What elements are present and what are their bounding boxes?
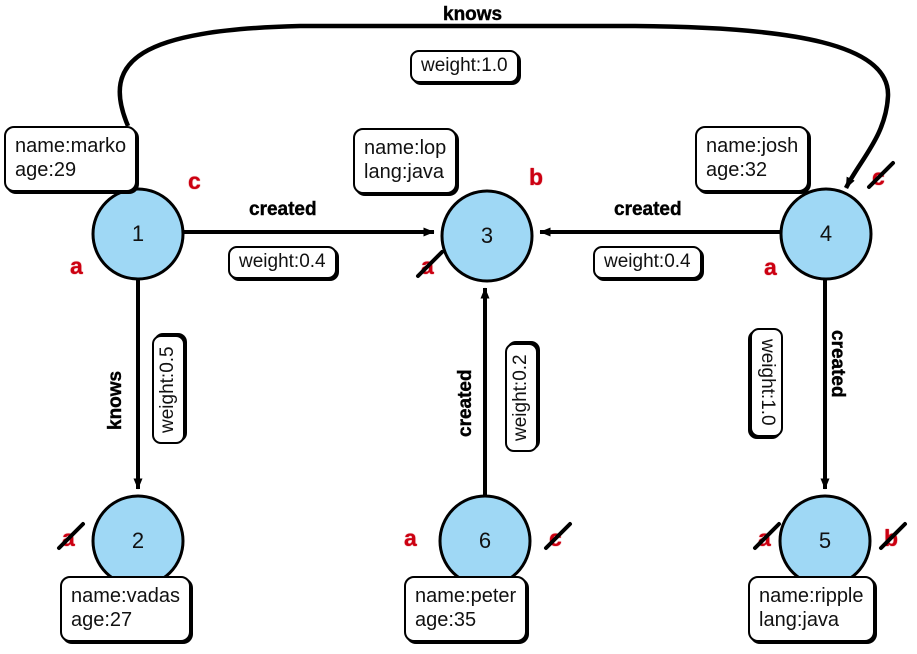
edge-label-created-4-3: created [614, 199, 682, 220]
node-id-label-3: 3 [481, 223, 493, 248]
node-property-line: name:josh [706, 135, 799, 157]
edge-label-created-1-3: created [249, 199, 317, 220]
edge-weight-4-3: weight:0.4 [593, 246, 702, 279]
node-property-line: name:vadas [71, 585, 180, 607]
annotation-a: a [70, 253, 83, 279]
node-circle-4[interactable] [779, 187, 873, 281]
annotation-c: c [188, 168, 201, 194]
edge-label-created-4-5: created [827, 330, 848, 398]
node-id-label-2: 2 [132, 528, 144, 553]
edge-weight-1-2: weight:0.5 [152, 335, 185, 444]
edge-label-knows-1-2: knows [105, 370, 126, 431]
annotation-a-struck: a [753, 522, 781, 550]
node-id-label-5: 5 [819, 528, 831, 553]
annotation-a-struck: a [57, 522, 85, 550]
node-property-line: age:29 [15, 159, 77, 182]
node-id-label-4: 4 [820, 221, 832, 246]
annotation-a: a [404, 525, 417, 551]
edge-weight-4-5: weight:1.0 [750, 328, 783, 437]
node-circle-3[interactable] [440, 189, 534, 283]
node-property-line: name:peter [415, 585, 517, 607]
annotation-a: a [764, 254, 777, 280]
annotation-b-struck: b [879, 522, 907, 550]
node-property-line: name:ripple [759, 585, 864, 607]
graph-node-6[interactable]: 6 [438, 494, 532, 588]
annotation-c-struck: c [867, 161, 895, 189]
node-property-line: age:27 [71, 609, 133, 632]
edge-label-created-6-3: created [455, 369, 476, 437]
edge-label-knows-1-4: knows [443, 4, 503, 25]
node-property-line: age:32 [706, 159, 768, 182]
graph-node-3[interactable]: 3 [440, 189, 534, 283]
graph-node-1[interactable]: 1 [91, 187, 185, 281]
annotation-b: b [529, 164, 544, 190]
edge-weight-1-3: weight:0.4 [228, 246, 337, 279]
annotation-a-struck: a [416, 250, 444, 278]
node-id-label-6: 6 [479, 528, 491, 553]
node-circle-1[interactable] [91, 187, 185, 281]
node-property-line: name:lop [364, 137, 447, 159]
graph-node-2[interactable]: 2 [91, 494, 185, 588]
graph-node-5[interactable]: 5 [778, 494, 872, 588]
edge-weight-1-4: weight:1.0 [410, 50, 519, 83]
edge-knows-1-4 [117, 23, 891, 190]
node-property-line: lang:java [759, 609, 840, 632]
node-property-line: lang:java [364, 161, 445, 184]
node-property-line: name:marko [15, 135, 127, 157]
graph-node-4[interactable]: 4 [779, 187, 873, 281]
node-id-label-1: 1 [132, 221, 144, 246]
edge-weight-6-3: weight:0.2 [505, 343, 538, 452]
node-property-line: age:35 [415, 609, 477, 632]
annotation-c-struck: c [544, 522, 572, 550]
